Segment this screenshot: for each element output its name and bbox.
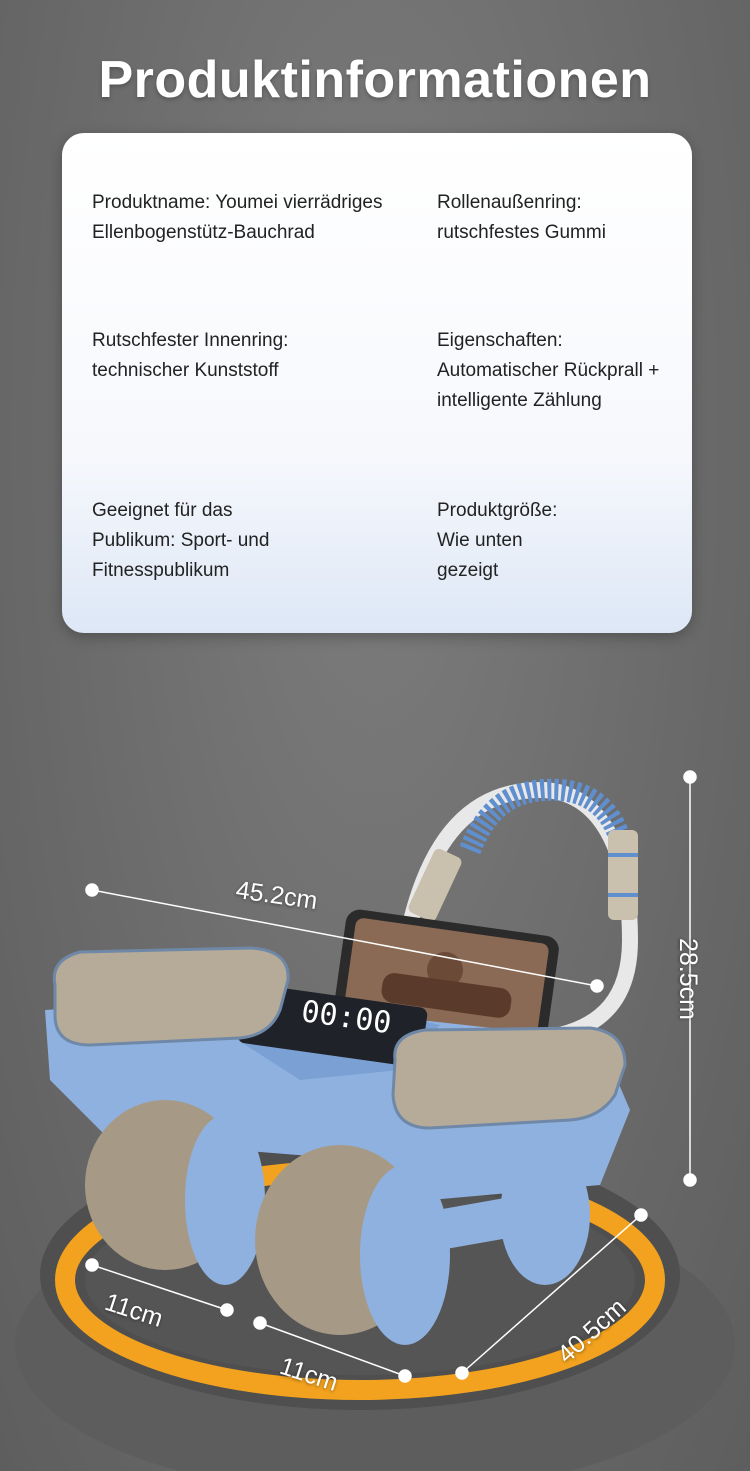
length-end-dot <box>590 979 604 993</box>
knee-pad-right <box>391 1026 627 1130</box>
info-label: Eigenschaften: <box>437 330 563 351</box>
info-value: Sport- und Fitnesspublikum <box>92 530 270 581</box>
info-label: Rollenaußenring: <box>437 192 582 213</box>
length-line <box>91 889 598 987</box>
dimension-height-label: 28.5cm <box>674 938 702 1020</box>
wheel-width-1-start <box>85 1258 99 1272</box>
info-value: Automatischer Rückprall + intelligente Z… <box>437 360 660 411</box>
info-value: technischer Kunststoff <box>92 360 279 381</box>
info-label: Produktname: <box>92 192 211 213</box>
handle-spring <box>459 778 631 855</box>
diameter-start <box>455 1366 469 1380</box>
info-size: Produktgröße: Wie unten gezeigt <box>437 496 587 586</box>
info-label: Rutschfester Innenring: <box>92 330 289 351</box>
info-value: Youmei vierrädriges Ellenbogenstütz-Bauc… <box>92 192 383 243</box>
knee-pad-left <box>52 946 290 1047</box>
height-bottom-dot <box>683 1173 697 1187</box>
wheel-width-2-line <box>259 1322 406 1377</box>
counter-display <box>237 983 428 1067</box>
info-product-name: Produktname: Youmei vierrädriges Ellenbo… <box>92 188 412 248</box>
info-label: Produktgröße: <box>437 500 558 521</box>
length-start-dot <box>85 883 99 897</box>
product-illustration: 00:00 <box>15 770 735 1471</box>
height-top-dot <box>683 770 697 784</box>
info-inner-ring: Rutschfester Innenring: technischer Kuns… <box>92 326 317 386</box>
wheel-width-1-end <box>220 1303 234 1317</box>
handle-grip-left <box>408 848 462 922</box>
wheel-width-1-line <box>91 1264 228 1311</box>
info-value: Wie unten gezeigt <box>437 530 523 581</box>
info-features: Eigenschaften: Automatischer Rückprall +… <box>437 326 667 416</box>
info-audience: Geeignet für das Publikum: Sport- und Fi… <box>92 496 302 586</box>
info-card: Produktname: Youmei vierrädriges Ellenbo… <box>62 133 692 633</box>
wheel-axle-arm <box>430 1191 560 1249</box>
info-value: rutschfestes Gummi <box>437 222 606 243</box>
handle-grip-right <box>608 830 638 920</box>
wheel-front-hub <box>360 1165 450 1345</box>
diameter-end <box>634 1208 648 1222</box>
phone-person-body <box>381 973 512 1018</box>
dimension-lines <box>85 770 697 1383</box>
info-label: Geeignet für das Publikum: <box>92 500 233 551</box>
info-outer-ring: Rollenaußenring: rutschfestes Gummi <box>437 188 667 248</box>
wheel-back-left-hub <box>185 1115 265 1285</box>
wheel-width-2-end <box>398 1369 412 1383</box>
product-scene: 00:00 45.2cm 28 <box>0 640 750 1471</box>
wheel-width-2-start <box>253 1316 267 1330</box>
diameter-line <box>461 1214 642 1374</box>
handle-bar <box>402 781 639 1043</box>
page-title: Produktinformationen <box>98 51 652 109</box>
